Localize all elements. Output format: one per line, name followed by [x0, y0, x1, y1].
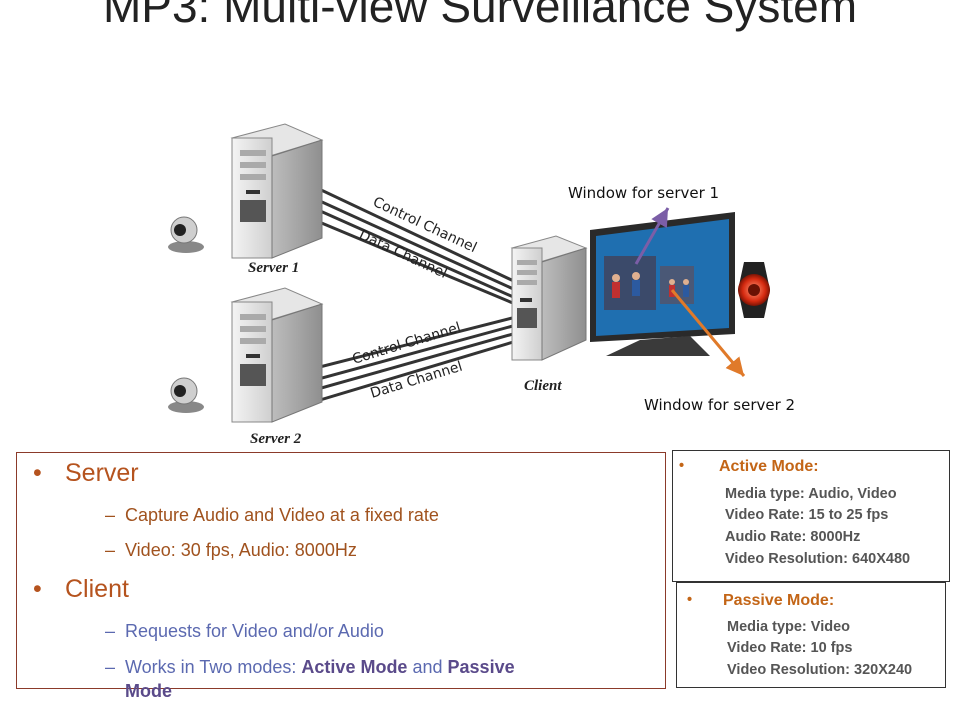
server2-label: Server 2: [250, 431, 302, 447]
arrow-server1-window: [634, 207, 670, 265]
passive-mode-title: Passive Mode:: [723, 592, 835, 609]
description-panel: •Server –Capture Audio and Video at a fi…: [16, 452, 666, 701]
passive-mode-term: Passive: [447, 657, 515, 677]
client-item-2: –Works in Two modes: Active Mode and Pas…: [105, 657, 515, 701]
webcam-icon-1: [168, 216, 204, 253]
passive-line-3: Video Resolution: 320X240: [727, 662, 913, 678]
server-heading: •Server: [33, 459, 139, 487]
active-mode-title: Active Mode:: [719, 458, 819, 475]
active-line-3: Audio Rate: 8000Hz: [725, 529, 861, 545]
window1-label: Window for server 1: [568, 184, 719, 202]
passive-line-1: Media type: Video: [727, 619, 851, 635]
client-heading: •Client: [33, 575, 129, 603]
active-mode-term: Active Mode: [301, 657, 408, 677]
client-label: Client: [524, 378, 562, 394]
channel-lines: [299, 178, 521, 408]
active-line-4: Video Resolution: 640X480: [725, 551, 911, 567]
active-line-1: Media type: Audio, Video: [725, 486, 897, 502]
server1-label: Server 1: [248, 260, 299, 276]
passive-mode-box: • Passive Mode: Media type: Video Video …: [676, 582, 946, 688]
server-item-1: –Capture Audio and Video at a fixed rate: [105, 505, 439, 525]
client-item-1: –Requests for Video and/or Audio: [105, 621, 384, 641]
speaker-icon: [738, 262, 770, 318]
active-mode-box: • Active Mode: Media type: Audio, Video …: [672, 450, 950, 582]
server-item-2: –Video: 30 fps, Audio: 8000Hz: [105, 540, 357, 560]
passive-line-2: Video Rate: 10 fps: [727, 640, 853, 656]
monitor-icon: [590, 212, 735, 356]
tower-client-icon: [510, 235, 588, 361]
window2-label: Window for server 2: [644, 396, 795, 414]
tower-server-icon-1: [230, 123, 324, 259]
active-line-2: Video Rate: 15 to 25 fps: [725, 507, 889, 523]
webcam-icon-2: [168, 377, 204, 413]
network-diagram: Server 1 Server 2 Client Control Channel…: [168, 123, 795, 447]
slide-title: MP3: Multi-view Surveillance System: [102, 0, 858, 32]
tower-server-icon-2: [230, 287, 324, 423]
arrow-server2-window: [670, 289, 746, 377]
